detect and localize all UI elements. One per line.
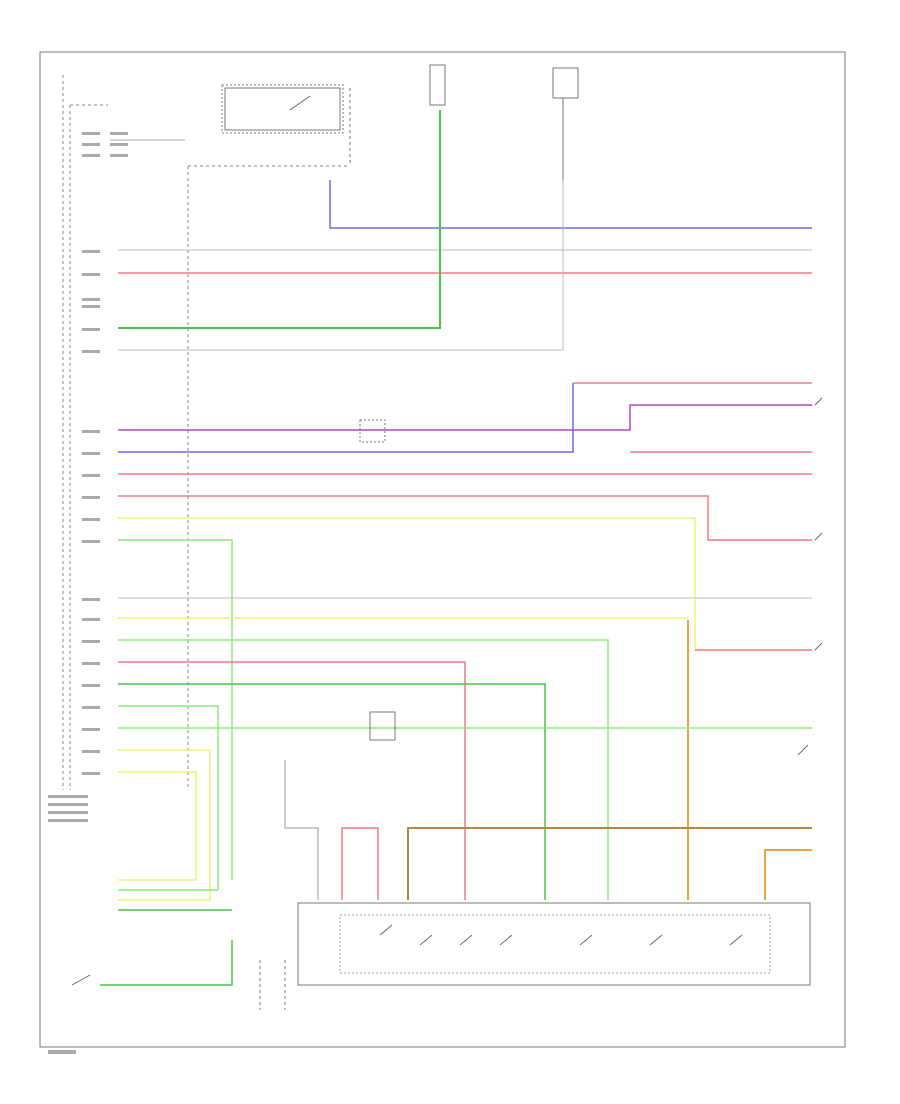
wire-green-1 — [118, 110, 441, 329]
junction-bracket — [552, 67, 579, 99]
footer-code-mark — [48, 1050, 76, 1054]
wire-green-3 — [118, 683, 546, 900]
wire-orange-bus — [764, 849, 812, 900]
wire-bl-green-2 — [100, 940, 233, 986]
top-relay-box — [224, 87, 341, 131]
wire-lgreen-1 — [118, 539, 233, 880]
left-pin-labels — [48, 132, 128, 822]
top-relay-box-inner — [221, 84, 344, 134]
wire-lgreen-2 — [118, 639, 609, 900]
wire-red-small — [341, 827, 379, 900]
right-switches — [797, 397, 823, 756]
wire-blue-2 — [118, 383, 574, 453]
fuse-bracket — [429, 64, 446, 106]
bottom-switch-inner — [339, 914, 771, 974]
top-relay-switch — [289, 95, 311, 111]
diagram-frame — [39, 51, 846, 1048]
ground-switch — [71, 974, 91, 986]
wire-purple — [118, 404, 812, 431]
wire-yellow-4 — [118, 771, 197, 880]
wire-yellow-3 — [118, 749, 211, 900]
mid-relay-2 — [369, 711, 396, 741]
wire-pink-5 — [118, 495, 812, 541]
wire-brown-bus — [407, 827, 812, 900]
wire-red-6 — [118, 661, 466, 900]
wire-lgreen-4 — [118, 705, 219, 890]
bottom-switches — [379, 924, 743, 946]
wire-gray-small — [284, 760, 319, 900]
mid-relay-1 — [359, 419, 386, 443]
wire-gray-2 — [118, 180, 564, 351]
wire-blue-top — [329, 180, 812, 229]
bottom-switch-box — [297, 902, 811, 986]
